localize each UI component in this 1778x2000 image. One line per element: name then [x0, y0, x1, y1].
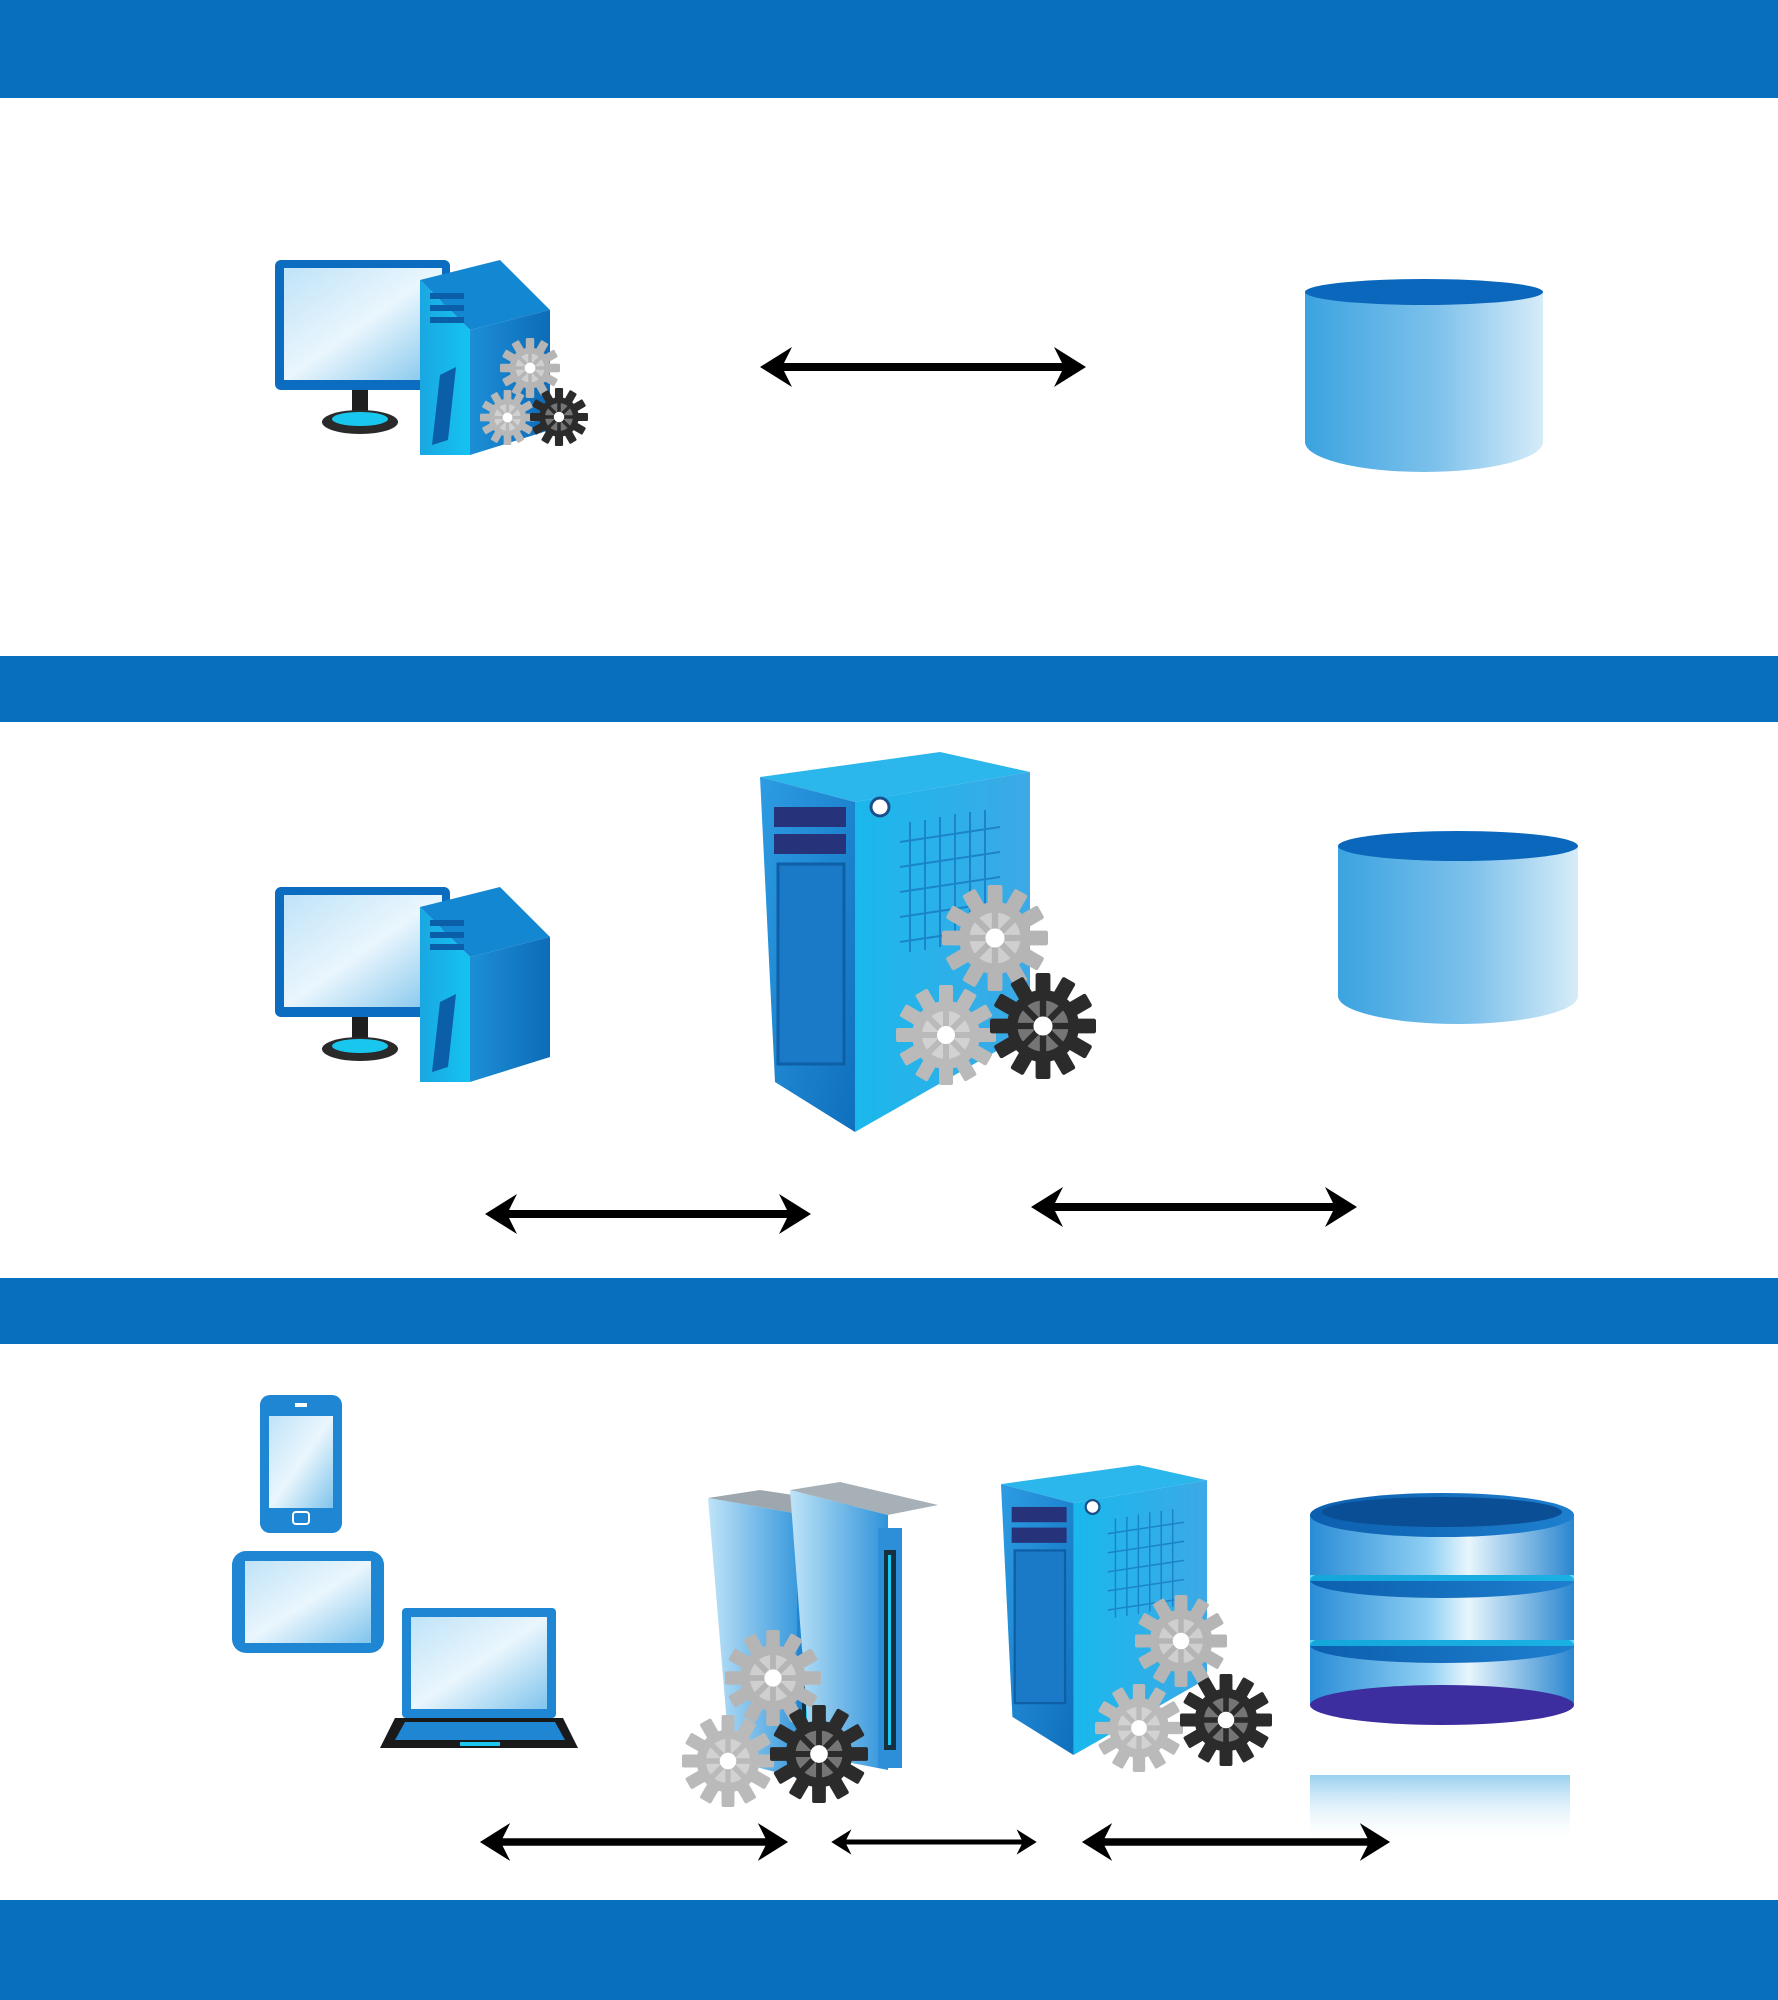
link-arrow-1 — [485, 1194, 811, 1234]
laptop-icon — [380, 1608, 578, 1748]
database-stack-icon — [1310, 1493, 1574, 1845]
tier-2-diagram — [275, 752, 1578, 1234]
tier-3-diagram — [232, 1395, 1574, 1861]
top-band — [0, 0, 1778, 98]
tablet-icon — [232, 1551, 384, 1653]
smartphone-icon — [260, 1395, 342, 1533]
bottom-band — [0, 1900, 1778, 2000]
desktop-computer-icon — [275, 887, 550, 1082]
separator-band-2 — [0, 1278, 1778, 1344]
link-arrow-2 — [1031, 1187, 1357, 1227]
link-arrow-1 — [480, 1823, 788, 1861]
link-arrow-2 — [831, 1829, 1036, 1854]
link-arrow-1 — [760, 347, 1086, 387]
separator-band-1 — [0, 656, 1778, 722]
database-cylinder-icon — [1305, 279, 1543, 472]
database-cylinder-icon — [1338, 831, 1578, 1024]
tier-1-diagram — [275, 260, 1543, 472]
